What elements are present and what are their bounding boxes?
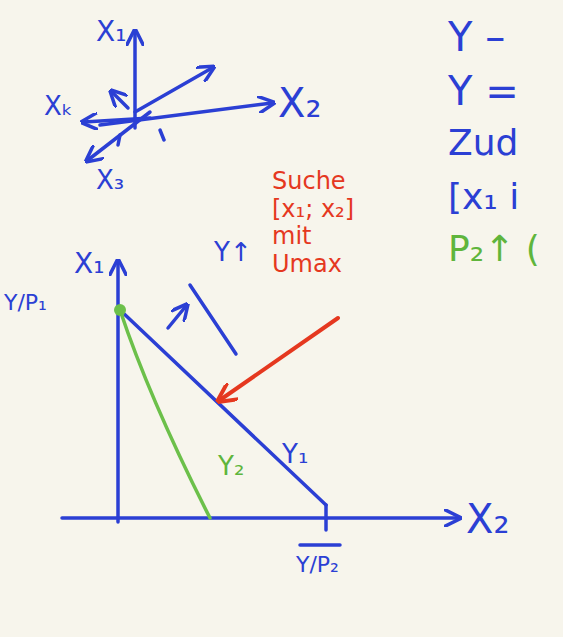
note-text: Y –: [448, 14, 505, 60]
note-text: Zud: [448, 122, 518, 163]
note-text: [x₁ i: [448, 176, 519, 217]
axis: [62, 516, 458, 520]
axis-label: X₂: [278, 80, 321, 126]
axis-label: Xₖ: [44, 92, 73, 122]
intercept-label: Y/P₁: [4, 290, 47, 315]
tick: [324, 505, 328, 530]
budget-line: [120, 310, 326, 505]
axis-label: X₁: [74, 248, 104, 280]
shift-label: Y↑: [214, 238, 252, 268]
intercept-label: Y/P₂: [296, 552, 339, 577]
pointer-arrow: [220, 318, 338, 400]
fraction-bar: [300, 543, 340, 547]
line-label: Y₂: [218, 452, 244, 482]
axis-label: X₂: [466, 496, 509, 542]
tick: [118, 135, 120, 145]
note-text: Y =: [448, 68, 519, 114]
axis-label: X₃: [96, 166, 124, 196]
axis-label: X₁: [96, 16, 126, 48]
shift-arrow: [168, 306, 186, 328]
axis: [88, 112, 150, 160]
vector-arrow: [135, 68, 212, 112]
line-label: Y₁: [282, 440, 308, 470]
budget-line: [120, 310, 210, 518]
vector-arrow: [112, 92, 128, 108]
annotation: Suche [x₁; x₂] mit Umax: [272, 168, 384, 278]
intercept-dot: [114, 304, 126, 316]
shifted-budget-line: [190, 285, 236, 354]
tick: [160, 130, 164, 140]
axis: [116, 262, 120, 522]
note-text: P₂↑ (: [448, 228, 540, 269]
